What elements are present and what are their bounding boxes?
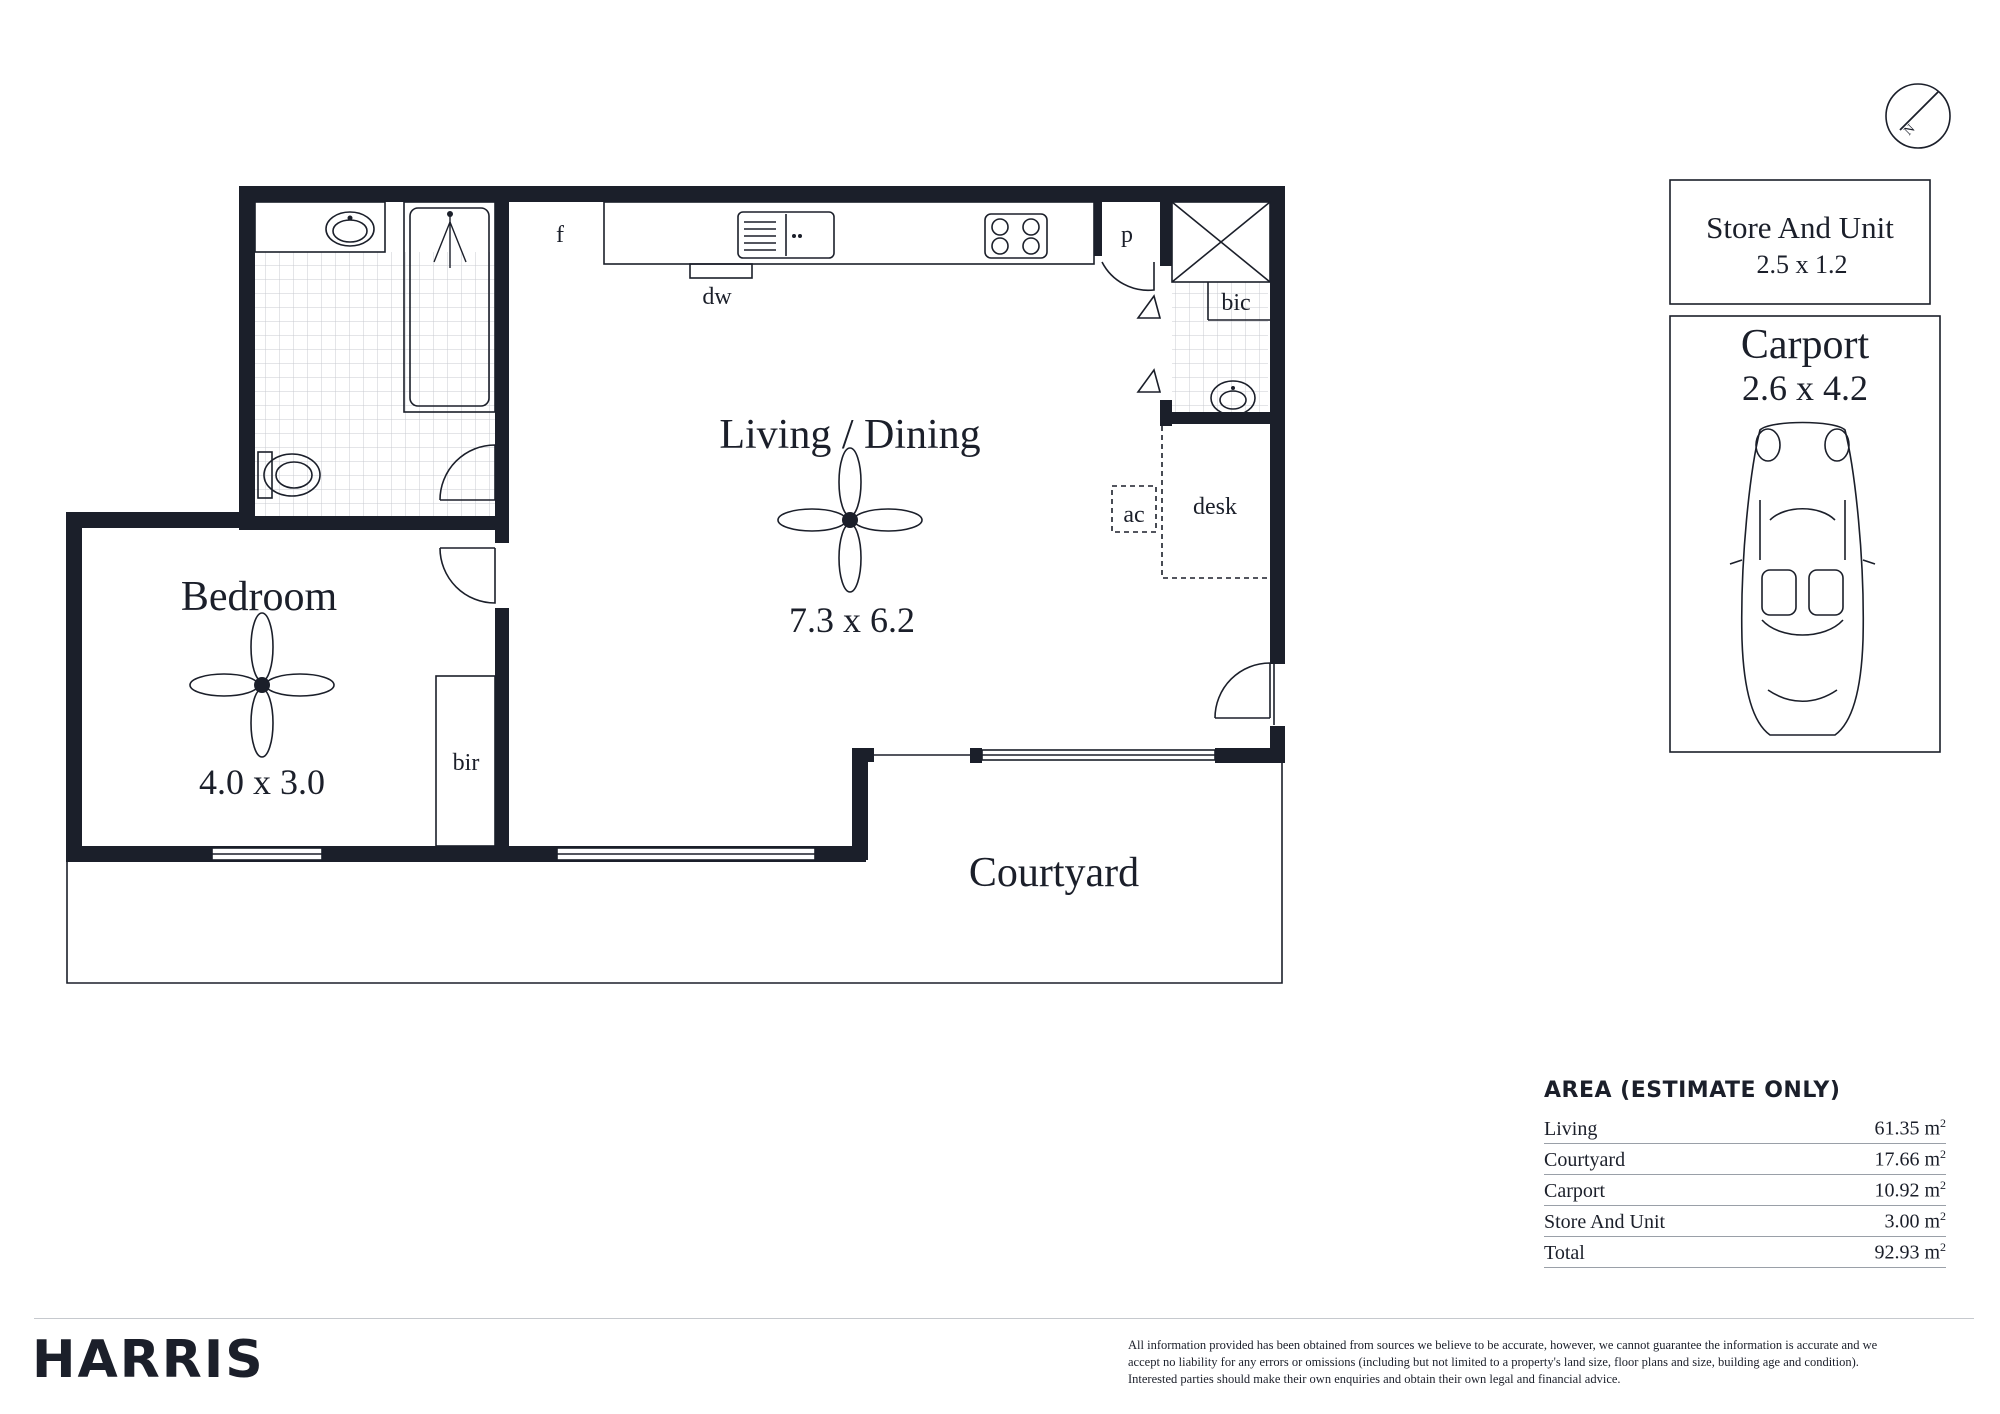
area-row: Total 92.93 m2 bbox=[1544, 1237, 1946, 1268]
linen-cupboard bbox=[1171, 201, 1271, 321]
area-row-label: Total bbox=[1544, 1242, 1585, 1264]
store-name: Store And Unit bbox=[1706, 210, 1894, 245]
area-row-value: 10.92 m bbox=[1874, 1180, 1940, 1202]
kitchen-bench bbox=[603, 201, 1095, 279]
cooktop-icon bbox=[984, 213, 1048, 259]
ceiling-fan-icon-bedroom bbox=[189, 612, 335, 758]
bedroom-name: Bedroom bbox=[181, 574, 338, 620]
area-unit-sup: 2 bbox=[1940, 1147, 1946, 1162]
fridge-label: f bbox=[556, 222, 564, 248]
area-row-label: Carport bbox=[1544, 1180, 1606, 1202]
area-unit-sup: 2 bbox=[1940, 1116, 1946, 1131]
carport-name: Carport bbox=[1741, 322, 1870, 368]
doors bbox=[439, 261, 1275, 725]
ac-unit bbox=[1111, 485, 1157, 533]
bathroom-tiles bbox=[255, 252, 500, 517]
compass-label: N bbox=[1900, 120, 1918, 138]
toilet-icon bbox=[257, 451, 321, 499]
car-icon bbox=[1729, 421, 1876, 736]
built-in-robe bbox=[435, 675, 496, 847]
area-row-value: 92.93 m bbox=[1874, 1242, 1940, 1264]
area-row: Courtyard 17.66 m2 bbox=[1544, 1144, 1946, 1175]
area-row: Living 61.35 m2 bbox=[1544, 1113, 1946, 1144]
area-unit-sup: 2 bbox=[1940, 1240, 1946, 1255]
area-row-label: Store And Unit bbox=[1544, 1211, 1666, 1233]
living-room-name: Living / Dining bbox=[719, 412, 980, 458]
disclaimer: All information provided has been obtain… bbox=[1128, 1337, 1948, 1388]
ceiling-fan-icon-living bbox=[777, 447, 923, 593]
area-title: AREA (ESTIMATE ONLY) bbox=[1544, 1078, 1841, 1103]
desk-label: desk bbox=[1193, 494, 1237, 520]
area-unit-sup: 2 bbox=[1940, 1178, 1946, 1193]
carport-box bbox=[1669, 315, 1941, 753]
disclaimer-line: All information provided has been obtain… bbox=[1128, 1338, 1878, 1352]
footer-divider bbox=[34, 1318, 1974, 1319]
courtyard-outline bbox=[66, 763, 1283, 984]
dishwasher-label: dw bbox=[702, 284, 732, 310]
windows bbox=[211, 749, 1216, 861]
disclaimer-line: Interested parties should make their own… bbox=[1128, 1372, 1621, 1386]
bathtub-icon bbox=[403, 201, 496, 413]
pantry-label: p bbox=[1121, 222, 1133, 248]
area-table: AREA (ESTIMATE ONLY) Living 61.35 m2 Cou… bbox=[1544, 1078, 1946, 1268]
carport-size: 2.6 x 4.2 bbox=[1742, 368, 1868, 408]
laundry-basin-icon bbox=[1210, 380, 1256, 416]
area-row-value: 17.66 m bbox=[1874, 1149, 1940, 1171]
area-row-label: Courtyard bbox=[1544, 1149, 1626, 1171]
courtyard-name: Courtyard bbox=[969, 850, 1139, 896]
area-row-label: Living bbox=[1544, 1118, 1598, 1140]
bir-label: bir bbox=[453, 750, 480, 776]
store-size: 2.5 x 1.2 bbox=[1757, 250, 1848, 279]
disclaimer-line: accept no liability for any errors or om… bbox=[1128, 1355, 1859, 1369]
area-row: Store And Unit 3.00 m2 bbox=[1544, 1206, 1946, 1237]
area-row-value: 3.00 m bbox=[1884, 1211, 1940, 1233]
basin-icon bbox=[254, 201, 386, 253]
ac-label: ac bbox=[1123, 502, 1144, 528]
area-row: Carport 10.92 m2 bbox=[1544, 1175, 1946, 1206]
area-unit-sup: 2 bbox=[1940, 1209, 1946, 1224]
north-compass-icon: N bbox=[1885, 83, 1951, 149]
bedroom-size: 4.0 x 3.0 bbox=[199, 762, 325, 802]
store-box bbox=[1669, 179, 1931, 305]
bic-label: bic bbox=[1221, 290, 1250, 316]
brand-logo: HARRIS bbox=[32, 1330, 265, 1390]
living-room-size: 7.3 x 6.2 bbox=[789, 600, 915, 640]
area-row-value: 61.35 m bbox=[1874, 1118, 1940, 1140]
